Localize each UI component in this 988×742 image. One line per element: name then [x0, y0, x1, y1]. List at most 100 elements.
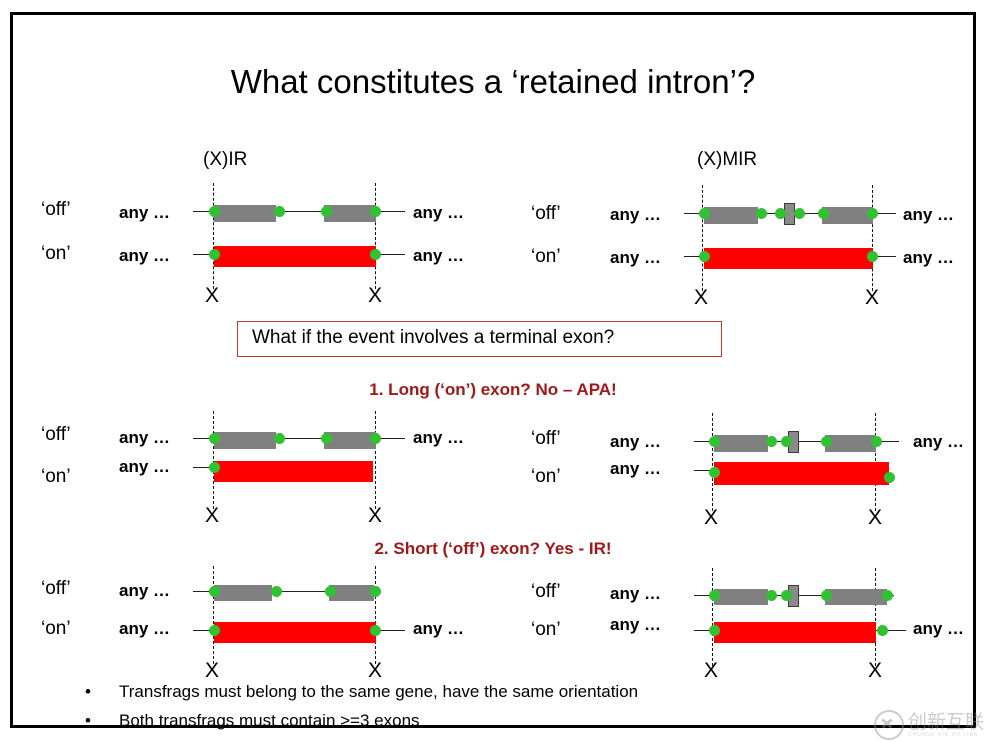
slide-canvas: What constitutes a ‘retained intron’? (X… — [13, 15, 973, 730]
splice-dot — [370, 586, 381, 597]
off-track-line — [193, 591, 378, 592]
exon-block — [825, 435, 876, 452]
track-label-off: ‘off’ — [41, 424, 71, 445]
splice-dot — [756, 208, 767, 219]
section-label-xir: (X)IR — [203, 149, 248, 170]
splice-dot — [884, 472, 895, 483]
any-label-right-on: any … — [413, 619, 465, 638]
splice-dot — [370, 625, 381, 636]
track-label-on: ‘on’ — [531, 246, 561, 267]
splice-dot — [370, 249, 381, 260]
any-label-right-on: any … — [913, 619, 965, 638]
track-label-off: ‘off’ — [531, 428, 561, 449]
any-label-left-off: any … — [610, 205, 662, 224]
bullet-text: Transfrags must belong to the same gene,… — [119, 682, 639, 701]
track-label-on: ‘on’ — [41, 466, 71, 487]
x-mark-right: X — [868, 659, 883, 682]
splice-dot — [781, 590, 792, 601]
boundary-dash-left — [712, 413, 713, 511]
splice-dot — [209, 625, 220, 636]
retained-intron-bar — [714, 622, 876, 643]
any-label-left-on: any … — [610, 248, 662, 267]
any-label-left-on: any … — [119, 246, 171, 265]
retained-intron-bar-terminal — [714, 462, 889, 485]
page-title: What constitutes a ‘retained intron’? — [230, 63, 756, 100]
boundary-dash-right — [375, 411, 376, 509]
bullet-rest: transfrags must contain >=3 exons — [153, 711, 420, 730]
splice-dot — [794, 208, 805, 219]
bullet-marker: • — [85, 682, 91, 701]
track-label-off: ‘off’ — [531, 203, 561, 224]
watermark-logo-icon — [873, 710, 904, 740]
exon-block — [324, 205, 376, 222]
x-mark-left: X — [704, 506, 719, 529]
splice-dot — [209, 586, 220, 597]
x-mark-right: X — [865, 286, 880, 309]
exon-block — [714, 589, 768, 605]
heading-short-off-exon: 2. Short (‘off’) exon? Yes - IR! — [374, 539, 612, 558]
splice-dot — [821, 590, 832, 601]
bullet-underlined-word: Both — [119, 711, 154, 730]
track-label-off: ‘off’ — [41, 199, 71, 220]
exon-block — [822, 207, 873, 224]
slide-frame: What constitutes a ‘retained intron’? (X… — [10, 12, 976, 730]
x-mark-left: X — [205, 659, 220, 682]
boundary-dash-right — [375, 183, 376, 289]
any-label-left-on: any … — [119, 619, 171, 638]
watermark-text: 创新互联 — [907, 710, 984, 733]
any-label-left-off: any … — [119, 581, 171, 600]
splice-dot — [882, 590, 893, 601]
splice-dot — [867, 208, 878, 219]
track-label-on: ‘on’ — [41, 243, 71, 264]
off-track-line — [193, 438, 405, 439]
splice-dot — [274, 433, 285, 444]
watermark-text-group: 创新互联 CHUANG XIN HU LIAN — [907, 710, 984, 738]
x-mark-left: X — [205, 504, 220, 527]
retained-intron-bar — [704, 248, 873, 269]
exon-block-terminal — [825, 589, 887, 605]
off-track-line — [193, 211, 405, 212]
bullet-marker: • — [85, 711, 91, 730]
x-mark-left: X — [704, 659, 719, 682]
any-label-left-off: any … — [119, 203, 171, 222]
x-mark-right: X — [368, 659, 383, 682]
x-mark-left: X — [694, 286, 709, 309]
exon-block — [324, 432, 376, 449]
exon-block-terminal — [329, 585, 374, 601]
splice-dot — [818, 208, 829, 219]
splice-dot — [209, 206, 220, 217]
splice-dot — [709, 625, 720, 636]
any-label-right-off: any … — [903, 205, 955, 224]
splice-dot — [274, 206, 285, 217]
splice-dot — [321, 206, 332, 217]
splice-dot — [699, 251, 710, 262]
exon-block — [704, 207, 758, 224]
any-label-left-off: any … — [610, 584, 662, 603]
list-item: • Transfrags must belong to the same gen… — [73, 679, 873, 705]
boundary-dash-right — [875, 568, 876, 666]
exon-block — [214, 432, 276, 449]
any-label-left-on: any … — [119, 457, 171, 476]
x-mark-right: X — [868, 506, 883, 529]
any-label-left-off: any … — [610, 432, 662, 451]
splice-dot — [271, 586, 282, 597]
question-box: What if the event involves a terminal ex… — [237, 321, 722, 357]
heading-long-on-exon: 1. Long (‘on’) exon? No – APA! — [369, 380, 617, 399]
boundary-dash-left — [213, 411, 214, 509]
x-mark-right: X — [368, 284, 383, 307]
track-label-off: ‘off’ — [531, 581, 561, 602]
boundary-dash-right — [375, 566, 376, 664]
splice-dot — [699, 208, 710, 219]
any-label-right-on: any … — [413, 246, 465, 265]
any-label-left-on: any … — [610, 459, 662, 478]
any-label-right-on: any … — [903, 248, 955, 267]
boundary-dash-left — [702, 185, 703, 291]
splice-dot — [709, 436, 720, 447]
retained-intron-bar — [214, 246, 376, 267]
track-label-on: ‘on’ — [41, 618, 71, 639]
list-item: • Both transfrags must contain >=3 exons — [73, 708, 873, 734]
on-track-line — [694, 470, 719, 471]
boundary-dash-left — [712, 568, 713, 666]
exon-block — [214, 585, 272, 601]
track-label-on: ‘on’ — [531, 619, 561, 640]
